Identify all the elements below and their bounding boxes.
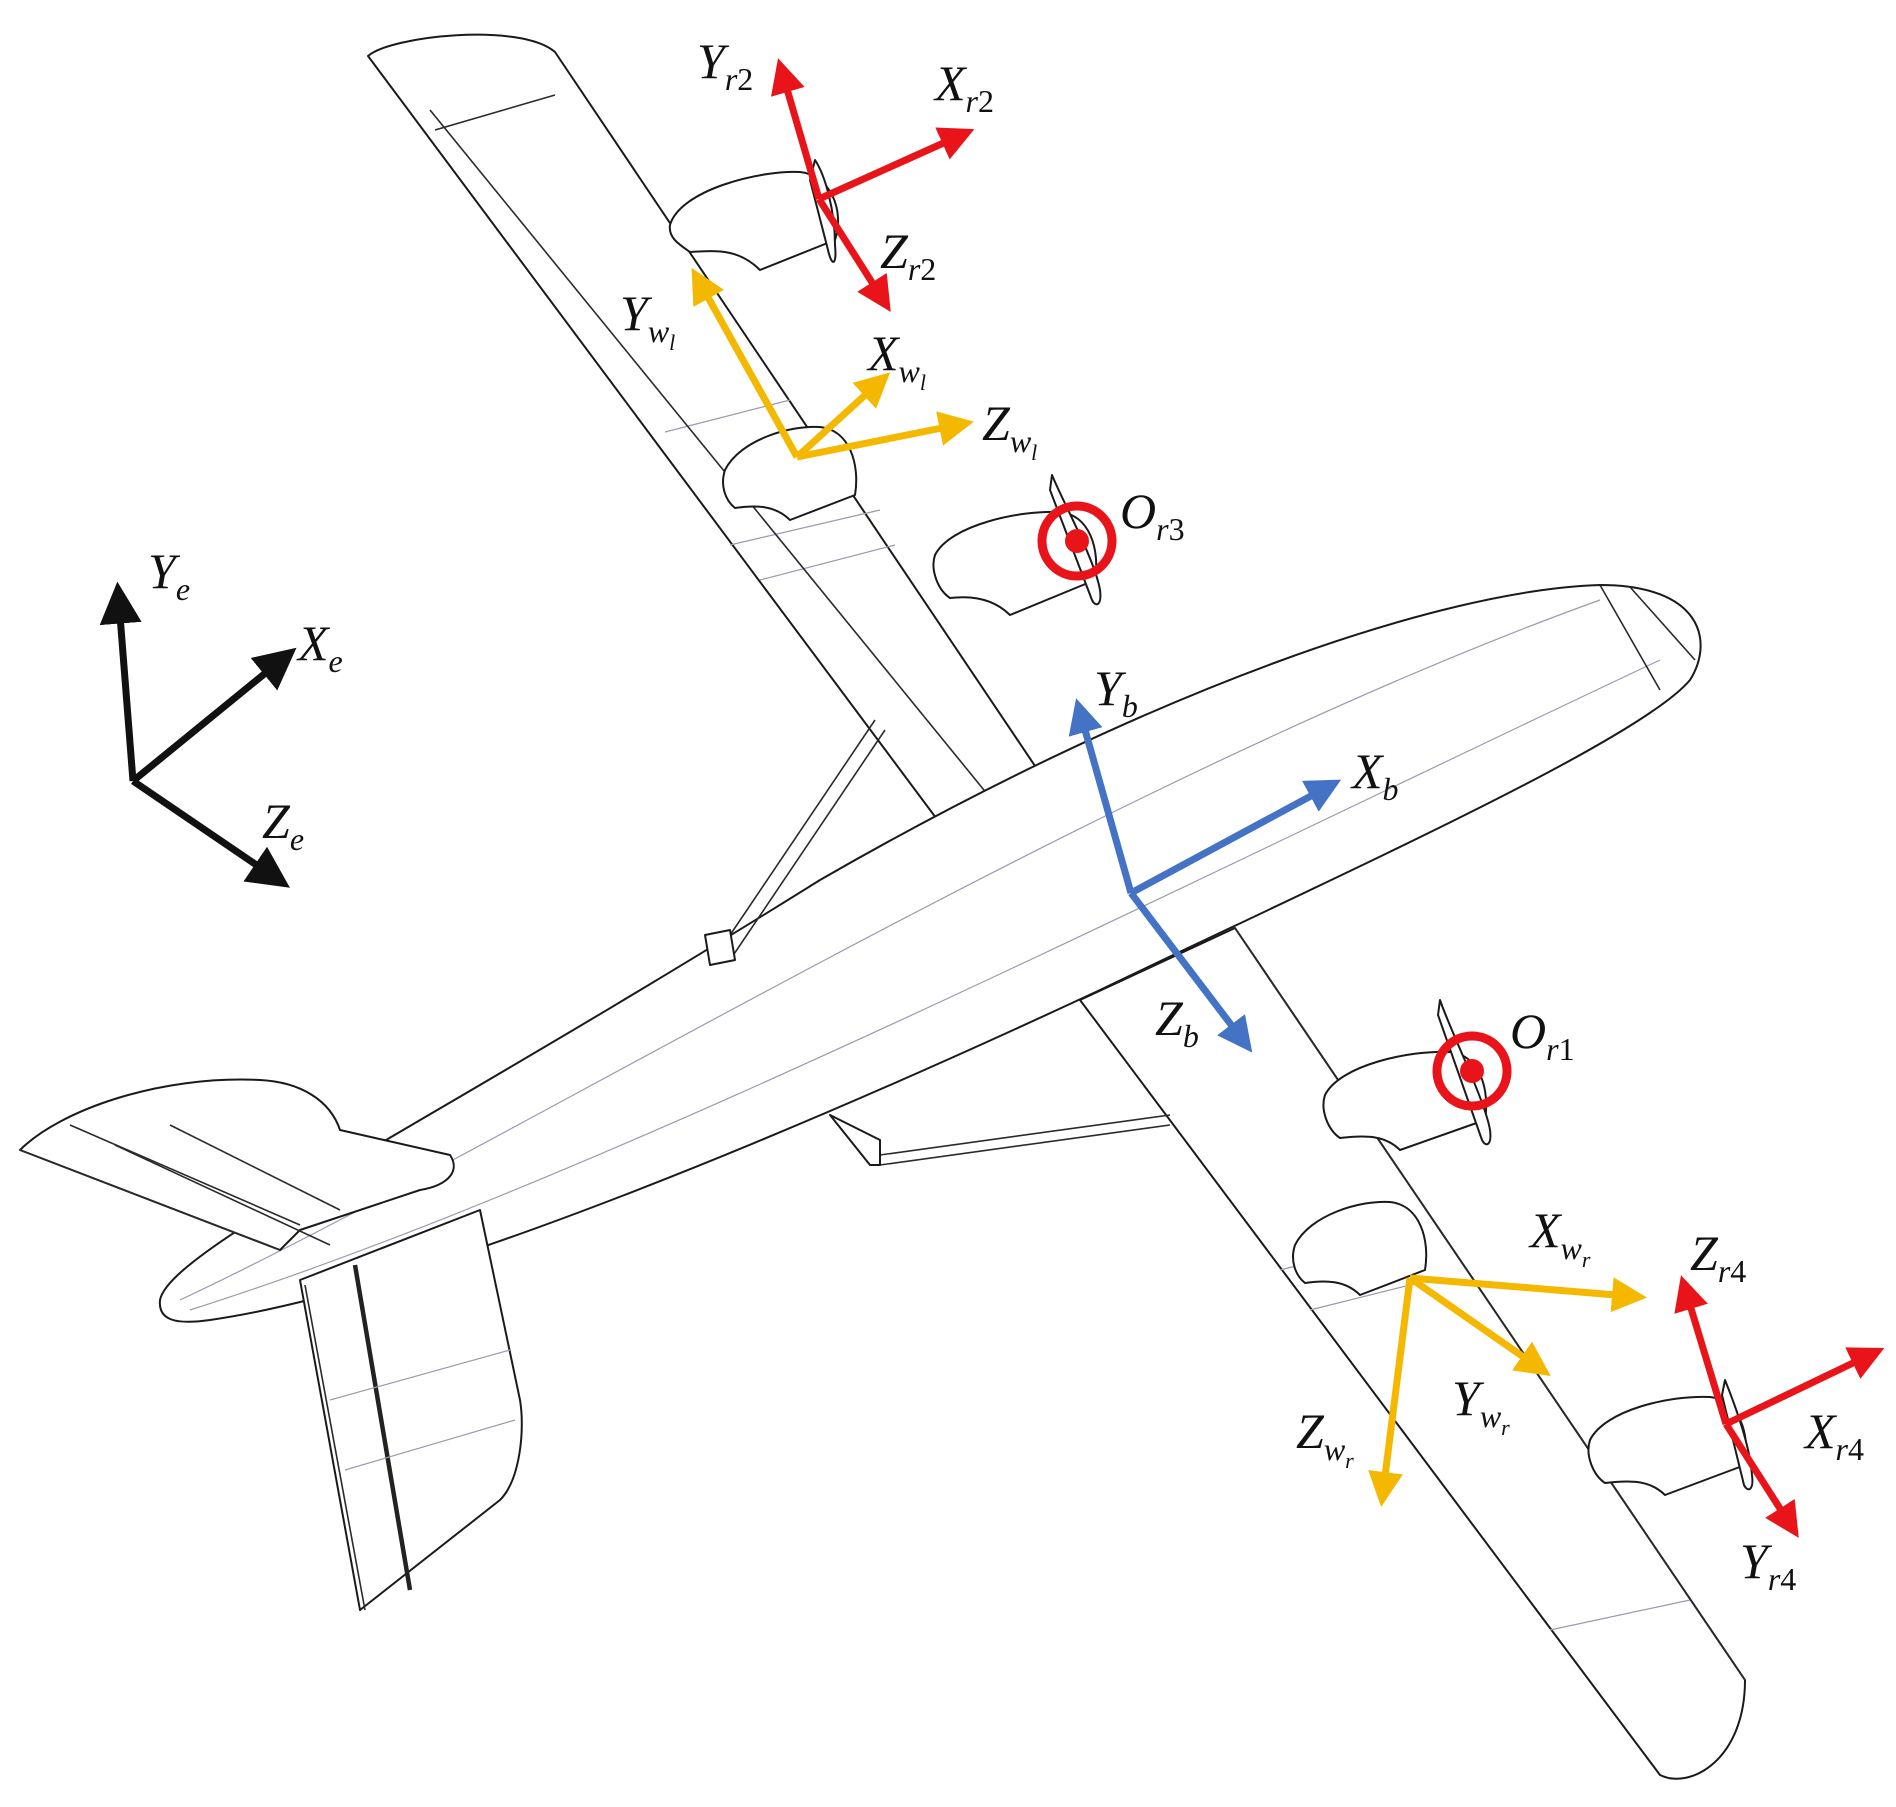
wing-struts (704, 719, 1171, 1166)
body-x-axis (1129, 779, 1342, 897)
earth-frame: Xe Ye Ze (99, 543, 343, 888)
rotor3-origin-label: Or3 (1120, 483, 1185, 547)
rotor4-frame: Xr4 Yr4 Zr4 (1674, 1225, 1885, 1597)
left-wing-y-axis (691, 267, 801, 459)
left-wing-z-axis (796, 411, 974, 461)
body-frame: Xb Yb Zb (1068, 660, 1399, 1054)
left-wing (367, 33, 1071, 831)
right-wing-frame: Xwr Ywr Zwr (1296, 1202, 1647, 1507)
right-wing-y-label: Ywr (1452, 1370, 1510, 1440)
rotor3-origin-marker: Or3 (1037, 483, 1185, 581)
earth-x-label: Xe (296, 615, 343, 679)
body-x-label: Xb (1350, 743, 1399, 807)
body-z-label: Zb (1155, 990, 1199, 1054)
rotor4-y-label: Yr4 (1740, 1533, 1796, 1597)
earth-z-axis (131, 778, 290, 888)
horizontal-tail (19, 1078, 455, 1251)
rotor2-z-axis (816, 197, 891, 312)
rotor2-z-label: Zr2 (880, 223, 936, 287)
rotor2-x-axis (817, 127, 975, 203)
left-wing-x-axis (794, 372, 891, 460)
left-wing-frame: Xwl Ywl Zwl (620, 267, 1037, 465)
rotor1-origin-label: Or1 (1510, 1003, 1575, 1067)
right-wing-z-axis (1368, 1277, 1414, 1507)
right-wing-y-axis (1408, 1275, 1551, 1376)
left-wing-z-label: Zwl (982, 395, 1037, 465)
body-y-axis (1068, 698, 1135, 894)
earth-z-label: Ze (262, 793, 304, 857)
body-y-label: Yb (1094, 660, 1138, 724)
nacelle-rotor4 (1587, 1379, 1754, 1496)
nacelle-inner-right (1292, 1200, 1428, 1296)
earth-y-axis (99, 581, 142, 782)
right-wing-z-label: Zwr (1296, 1403, 1354, 1473)
left-wing-x-label: Xwl (866, 325, 926, 395)
vertical-tail (299, 1209, 523, 1611)
earth-y-label: Ye (148, 543, 190, 607)
aircraft-drawing (19, 33, 1754, 1780)
rotor4-x-axis (1724, 1347, 1885, 1428)
body-z-axis (1128, 890, 1253, 1053)
rotor4-z-label: Zr4 (1690, 1225, 1746, 1289)
rotor1-origin-marker: Or1 (1432, 1003, 1575, 1111)
right-wing-x-axis (1409, 1274, 1647, 1313)
right-wing (1079, 927, 1746, 1780)
fuselage (158, 584, 1702, 1323)
rotor2-frame: Xr2 Yr2 Zr2 (697, 33, 994, 312)
rotor4-x-label: Xr4 (1803, 1403, 1864, 1467)
rotor4-y-axis (1723, 1422, 1799, 1538)
rotor2-y-axis (771, 58, 823, 200)
earth-x-axis (130, 647, 297, 784)
right-wing-x-label: Xwr (1528, 1202, 1591, 1272)
rotor2-x-label: Xr2 (933, 55, 994, 119)
rotor4-z-axis (1674, 1275, 1730, 1426)
rotor2-y-label: Yr2 (697, 33, 753, 97)
left-wing-y-label: Ywl (620, 285, 675, 355)
